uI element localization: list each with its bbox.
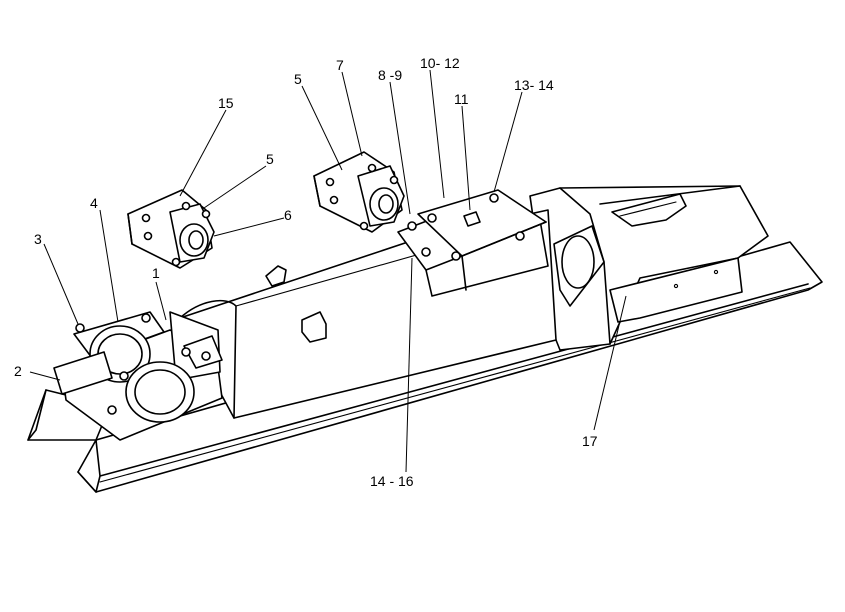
callout-labels: 1 2 3 4 5 5 6 7 8 -9 10- 12 11 13- 14 14… [14,55,598,489]
callout-7: 7 [336,57,344,73]
callout-11: 11 [454,91,469,107]
top-cover [397,189,549,297]
callout-4: 4 [90,195,98,211]
rear-housing [529,185,769,351]
callout-3: 3 [34,231,42,247]
callout-8-9: 8 -9 [378,67,402,83]
exploded-unit-left [127,189,215,269]
callout-15: 15 [218,95,234,111]
leader-lines [29,69,627,473]
callout-13-14: 13- 14 [514,77,554,93]
callout-10-12: 10- 12 [420,55,460,71]
callout-2: 2 [14,363,22,379]
callout-6: 6 [284,207,292,223]
callout-1: 1 [152,265,160,281]
bearing-housings [53,311,223,441]
callout-5-right: 5 [294,71,302,87]
callout-17: 17 [582,433,598,449]
callout-5-left: 5 [266,151,274,167]
exploded-unit-right [313,151,405,233]
callout-14-16: 14 - 16 [370,473,414,489]
